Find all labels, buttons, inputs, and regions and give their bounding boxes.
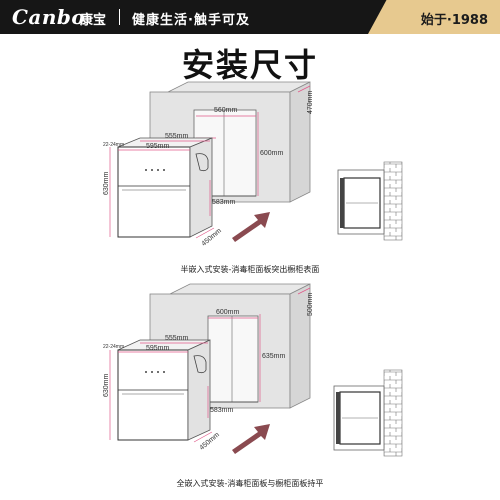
dim-cab2-depth: 500mm	[307, 292, 314, 316]
header-divider	[119, 9, 120, 25]
header-gold-panel	[368, 0, 500, 34]
dim-app2-depth: 450mm	[199, 431, 222, 451]
page-title: 安装尺寸	[181, 46, 318, 84]
arrow-1	[232, 212, 270, 242]
dim-cab2-width: 600mm	[216, 309, 240, 316]
dim-gap: 22-24mm	[103, 142, 124, 148]
dim-cab-width: 560mm	[214, 107, 238, 114]
caption-half-embedded-text: 半嵌入式安装-消毒柜面板突出橱柜表面	[180, 265, 320, 274]
dim-app-inner-depth: 583mm	[212, 199, 236, 206]
disinfection-cabinet-1	[117, 137, 213, 238]
header-bar: Canbo 康宝 健康生活·触手可及 始于·1988	[0, 0, 500, 34]
dim-app-width: 595mm	[146, 143, 170, 150]
dim-app-height: 630mm	[103, 171, 110, 195]
brand-slogan: 健康生活·触手可及	[132, 13, 250, 28]
diagram-half-embedded: 560mm 600mm 470mm 555mm 595mm 630mm 450m…	[103, 81, 403, 248]
side-view-2	[333, 369, 403, 457]
dim-app2-inner-depth: 583mm	[210, 407, 234, 414]
disinfection-cabinet-2	[117, 339, 211, 441]
cabinet-1	[149, 81, 311, 203]
dim-app2-width: 595mm	[146, 345, 170, 352]
dim-app2-height: 630mm	[103, 373, 110, 397]
dim-cab-height: 600mm	[260, 150, 284, 157]
brand-name: 康宝	[80, 13, 107, 28]
since-badge: 始于·1988	[420, 13, 488, 28]
diagram-full-embedded: 600mm 635mm 500mm 555mm 595mm 630mm 450m…	[103, 283, 403, 457]
side-view-1	[337, 161, 403, 241]
dim-gap-2: 22-24mm	[103, 344, 124, 350]
brand-logo: Canbo	[12, 5, 86, 29]
dim-app-panel: 555mm	[165, 133, 189, 140]
dim-cab-depth: 470mm	[307, 90, 314, 114]
dim-app2-panel: 555mm	[165, 335, 189, 342]
caption-full-embedded-text: 全嵌入式安装-消毒柜面板与橱柜面板持平	[176, 479, 324, 488]
dim-cab2-height: 635mm	[262, 353, 286, 360]
arrow-2	[232, 424, 270, 454]
